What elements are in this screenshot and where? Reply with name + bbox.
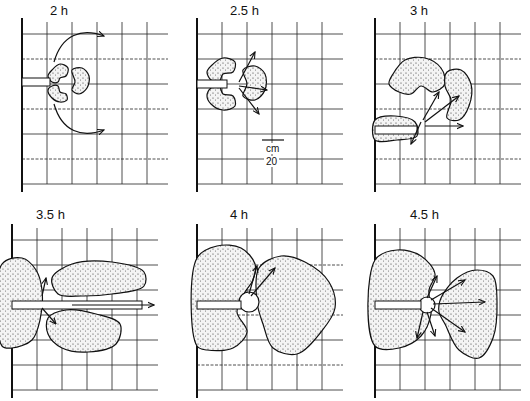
grid-line (22, 184, 168, 185)
flow-arrow (411, 122, 421, 144)
colony-blob (46, 310, 121, 352)
grid-line (375, 390, 521, 391)
wall-line (374, 18, 376, 192)
flow-arrow (42, 278, 46, 296)
grid-line (22, 109, 168, 110)
grid-line (375, 159, 521, 160)
grid-line (197, 390, 343, 391)
colony-blob (256, 256, 336, 355)
flow-arrow (431, 308, 465, 332)
grid-line (500, 22, 501, 184)
flow-arrow (239, 52, 255, 82)
time-panel (0, 224, 158, 398)
colony-blob (48, 64, 68, 83)
colony-blob (52, 261, 146, 296)
flow-arrow (423, 92, 439, 120)
colony-blob (445, 69, 472, 120)
grid-line (400, 22, 401, 184)
flow-arrow (239, 88, 259, 114)
time-label: 4 h (228, 208, 250, 222)
colony-blob (48, 85, 67, 102)
grid-line (500, 228, 501, 390)
grid-line (197, 184, 343, 185)
grid-line (375, 240, 521, 241)
time-label: 3 h (408, 4, 430, 18)
time-panel (191, 224, 343, 398)
flow-arrow (417, 312, 423, 338)
flow-arrow (54, 33, 104, 62)
grid (197, 18, 343, 192)
grid-line (22, 159, 168, 160)
grid-line (375, 34, 521, 35)
time-panel (368, 224, 521, 398)
colony-blob (389, 57, 446, 94)
grid-line (322, 22, 323, 184)
wall-line (21, 18, 23, 192)
grid-line (197, 240, 343, 241)
time-panel (22, 18, 168, 192)
flow-arrow (431, 280, 465, 300)
grid (22, 18, 168, 192)
grid-line (197, 34, 343, 35)
time-panel (372, 18, 521, 192)
grid-line (22, 134, 168, 135)
colony-blob (207, 86, 236, 110)
flow-arrow (427, 276, 437, 298)
scale-bar (262, 139, 284, 140)
grid-line (72, 22, 73, 184)
grid-line (375, 184, 521, 185)
grid-line (475, 22, 476, 184)
grid-line (197, 134, 343, 135)
grid-line (147, 22, 148, 184)
grid-line (12, 240, 158, 241)
grid-line (97, 22, 98, 184)
colony-blob (439, 270, 497, 358)
time-panel (197, 18, 343, 192)
stem-tube (22, 78, 50, 86)
colony-blob (372, 116, 418, 142)
grid-line (425, 22, 426, 184)
flow-arrow (239, 86, 267, 90)
grid-line (375, 59, 521, 60)
grid-line (12, 390, 158, 391)
grid-line (12, 365, 158, 366)
flow-arrow (72, 304, 154, 305)
colony-blob (72, 68, 90, 94)
flow-arrow (427, 312, 435, 336)
wall-line (196, 18, 198, 192)
flow-arrow (251, 268, 275, 296)
time-label: 4.5 h (408, 208, 441, 222)
grid-line (197, 365, 343, 366)
stem-tube (197, 301, 241, 309)
grid (375, 18, 521, 192)
colony-blob (207, 58, 236, 82)
stem-tube (375, 301, 421, 309)
grid-line (297, 22, 298, 184)
flow-arrow (54, 104, 104, 133)
core-ring (239, 292, 259, 312)
colony-blob (368, 250, 435, 350)
grid-line (47, 22, 48, 184)
time-label: 3.5 h (34, 208, 67, 222)
grid-line (375, 365, 521, 366)
time-label: 2.5 h (228, 4, 261, 18)
flow-arrow (425, 96, 459, 122)
grid-line (122, 22, 123, 184)
scale-unit: cm (264, 143, 281, 154)
flow-arrow (425, 125, 463, 126)
colony-blob (243, 66, 267, 100)
grid-line (247, 22, 248, 184)
stem-tube (375, 126, 417, 134)
time-label: 2 h (48, 4, 70, 18)
stem-tube (197, 80, 227, 88)
scale-value: 20 (264, 156, 279, 167)
flow-arrow (42, 308, 56, 324)
grid-line (22, 59, 168, 60)
flow-arrow (433, 302, 485, 304)
